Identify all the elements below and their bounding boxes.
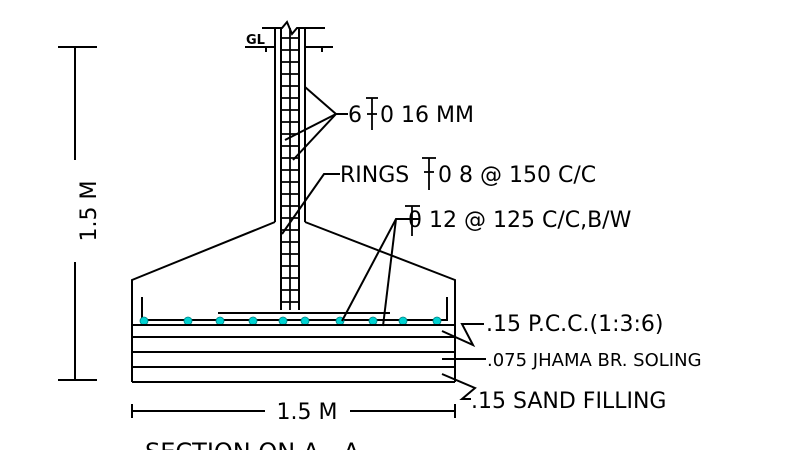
bar-dot <box>300 316 310 326</box>
diameter-symbol-mesh <box>405 205 420 236</box>
section-title: SECTION ON A - A <box>145 438 360 450</box>
ground-level-label: GL <box>246 33 265 48</box>
horizontal-dimension <box>131 404 456 418</box>
base-mesh-bar <box>141 297 448 321</box>
bar-dot <box>278 316 288 326</box>
sand-label: .15 SAND FILLING <box>471 389 666 414</box>
bar-dot <box>368 316 378 326</box>
foundation-layers <box>131 324 456 383</box>
bar-dot <box>248 316 258 326</box>
layer-leaders <box>441 323 486 400</box>
bar-dot <box>432 316 442 326</box>
main-bars-count: 6 <box>348 103 362 128</box>
main-bars-leaders <box>284 86 348 161</box>
main-bars-size: 0 16 MM <box>380 103 474 128</box>
column-rings <box>281 28 299 310</box>
bar-dot <box>398 316 408 326</box>
pcc-label: .15 P.C.C.(1:3:6) <box>486 312 664 337</box>
bar-dot <box>139 316 149 326</box>
horizontal-dimension-label: 1.5 M <box>277 400 338 425</box>
footing-outline <box>131 221 456 325</box>
ground-level-marker <box>245 46 333 52</box>
bar-dot <box>183 316 193 326</box>
bar-dot <box>215 316 225 326</box>
base-mesh-leaders <box>341 218 420 327</box>
rings-label: RINGS <box>340 163 409 188</box>
rings-size: 0 8 @ 150 C/C <box>438 163 596 188</box>
vertical-dimension <box>58 46 97 381</box>
diameter-symbol-main <box>366 97 378 130</box>
soling-label: .075 JHAMA BR. SOLING <box>487 350 702 371</box>
rings-leader <box>281 173 340 235</box>
vertical-dimension-label: 1.5 M <box>77 181 102 242</box>
diameter-symbol-rings <box>422 157 436 190</box>
base-mesh-label: 0 12 @ 125 C/C,B/W <box>408 208 632 233</box>
